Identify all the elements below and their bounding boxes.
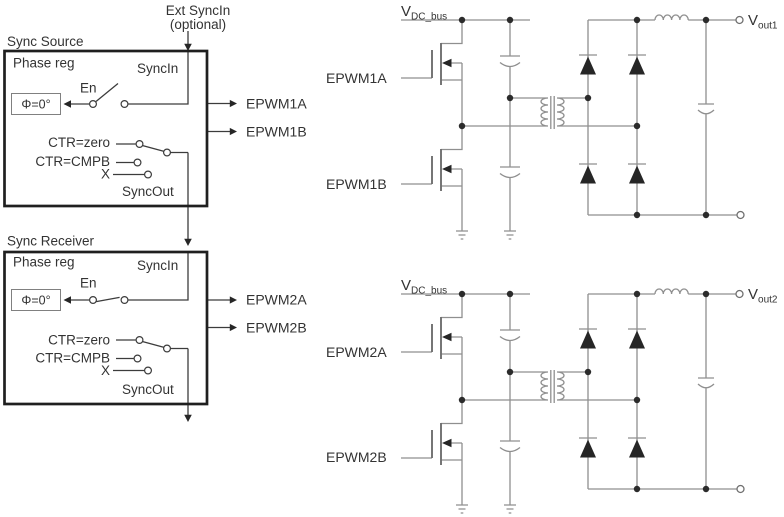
ext-syncin-optional-label: (optional) <box>170 17 226 32</box>
vdc-bus-label: VDC_bus <box>401 277 447 297</box>
sync-wires <box>67 31 232 416</box>
ctr-zero-label: CTR=zero <box>48 333 110 348</box>
phase-value: Φ=0° <box>21 98 50 112</box>
syncin-label: SyncIn <box>137 61 178 76</box>
epwm2b-gate-label: EPWM2B <box>326 449 387 465</box>
vout1-label: Vout1 <box>748 12 778 32</box>
sync-receiver-block: Sync Receiver Phase reg SyncIn En Φ=0° C… <box>3 234 307 406</box>
converter-1: VDC_bus EPWM1A EPWM1B Vout1 <box>326 3 778 240</box>
syncout-label: SyncOut <box>122 382 174 397</box>
ext-syncin-label: Ext SyncIn <box>166 3 231 18</box>
ctr-cmpb-label: CTR=CMPB <box>35 154 110 169</box>
sync-receiver-title: Sync Receiver <box>7 234 95 249</box>
syncout-label: SyncOut <box>122 184 174 199</box>
vdc-bus-label: VDC_bus <box>401 3 447 23</box>
vout2-label: Vout2 <box>748 286 778 306</box>
phase-value-box <box>11 93 61 115</box>
syncin-label: SyncIn <box>137 258 178 273</box>
epwm1b-output-label: EPWM1B <box>246 124 307 140</box>
converter-2-circuit <box>400 288 745 514</box>
epwm1a-gate-label: EPWM1A <box>326 70 387 86</box>
epwm1a-output-label: EPWM1A <box>246 96 307 112</box>
phase-value: Φ=0° <box>21 294 50 308</box>
sync-source-block: Sync Source Phase reg SyncIn En Φ=0° CTR… <box>3 34 307 208</box>
sync-receiver-box <box>3 250 209 406</box>
sync-source-switch-contacts <box>88 99 172 179</box>
sync-receiver-switch-contacts <box>88 296 172 375</box>
phase-value-box <box>11 289 61 311</box>
sync-chain: Ext SyncIn (optional) Sync Source Phase … <box>3 3 307 423</box>
ctr-x-label: X <box>101 167 110 182</box>
converter-1-circuit <box>400 14 745 240</box>
converter-2: VDC_bus EPWM2A EPWM2B Vout2 <box>326 277 778 514</box>
en-label: En <box>80 81 97 96</box>
phase-reg-label: Phase reg <box>13 56 75 71</box>
epwm2a-gate-label: EPWM2A <box>326 344 387 360</box>
epwm2b-output-label: EPWM2B <box>246 320 307 336</box>
epwm1b-gate-label: EPWM1B <box>326 176 387 192</box>
phase-reg-label: Phase reg <box>13 255 75 270</box>
ctr-x-label: X <box>101 363 110 378</box>
ctr-zero-label: CTR=zero <box>48 135 110 150</box>
sync-source-box <box>3 49 209 208</box>
sync-source-title: Sync Source <box>7 34 84 49</box>
en-label: En <box>80 276 97 291</box>
epwm2a-output-label: EPWM2A <box>246 292 307 308</box>
ctr-cmpb-label: CTR=CMPB <box>35 351 110 366</box>
